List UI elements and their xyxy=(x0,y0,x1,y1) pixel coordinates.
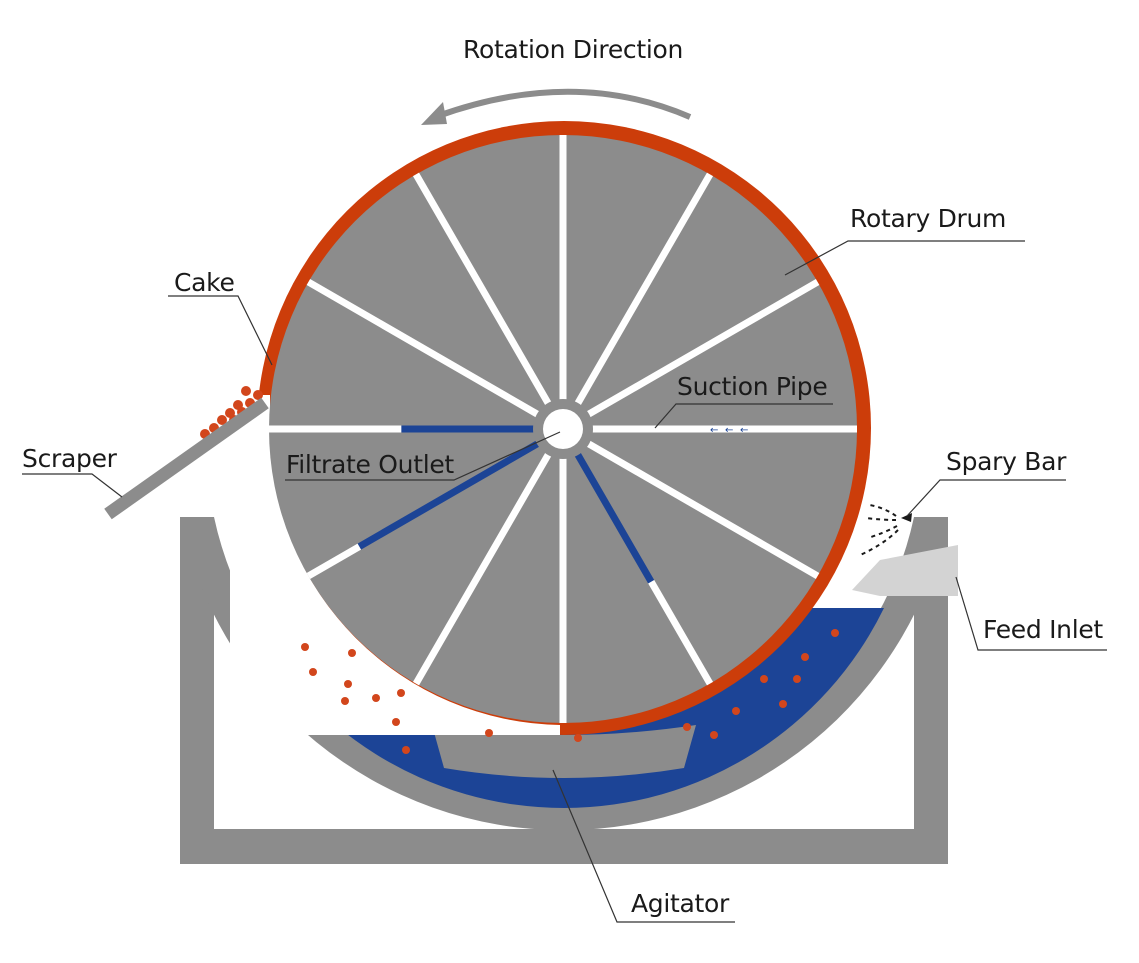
scraped-cake xyxy=(200,386,263,439)
particle xyxy=(793,675,801,683)
suction-flow-arrows: ← ← ← xyxy=(710,425,748,436)
label-spray-bar: Spary Bar xyxy=(946,447,1067,476)
label-agitator: Agitator xyxy=(631,889,730,918)
filtrate-outlet xyxy=(543,409,583,449)
particle xyxy=(710,731,718,739)
label-scraper: Scraper xyxy=(22,444,118,473)
leader-lines xyxy=(22,240,1107,923)
particle xyxy=(574,734,582,742)
particle xyxy=(485,729,493,737)
particle xyxy=(779,700,787,708)
spoke xyxy=(561,425,820,580)
particle xyxy=(760,675,768,683)
arrow-left-icon xyxy=(421,102,447,125)
spray-nozzle-icon xyxy=(901,513,912,522)
spoke xyxy=(648,580,714,686)
arrow-icon: ← xyxy=(725,425,733,436)
cake-chunk xyxy=(253,390,263,400)
particle xyxy=(732,707,740,715)
agitator xyxy=(432,725,696,778)
leader-scraper xyxy=(22,473,123,498)
agitator-paddle xyxy=(432,725,696,778)
spray-jet xyxy=(869,504,897,517)
label-feed-inlet: Feed Inlet xyxy=(983,615,1103,644)
spray-jet xyxy=(867,525,898,539)
particle xyxy=(341,697,349,705)
leader-agitator xyxy=(552,769,735,923)
spoke xyxy=(306,543,362,580)
spoke xyxy=(559,172,714,431)
leader-rotary-drum xyxy=(784,240,1025,276)
spoke xyxy=(412,427,567,686)
label-filtrate-outlet: Filtrate Outlet xyxy=(286,450,454,479)
cake-chunk xyxy=(217,415,227,425)
cake-mask-lower xyxy=(270,435,560,735)
particle xyxy=(372,694,380,702)
spoke xyxy=(412,172,567,431)
label-rotary-drum: Rotary Drum xyxy=(850,204,1006,233)
spray-jet xyxy=(857,529,899,557)
label-suction-pipe: Suction Pipe xyxy=(677,372,827,401)
particle xyxy=(683,723,691,731)
particle xyxy=(301,643,309,651)
cake-mask xyxy=(230,395,270,735)
tank-trough xyxy=(180,517,948,831)
particle xyxy=(801,653,809,661)
slurry-particles xyxy=(301,629,839,754)
spoke xyxy=(306,278,540,418)
scraper xyxy=(104,397,269,520)
leader-suction-pipe xyxy=(654,403,833,429)
rotation-arc xyxy=(436,88,692,120)
spray-jet xyxy=(865,517,897,521)
rotary-drum: ← ← ← xyxy=(230,121,871,735)
spray-bar xyxy=(857,504,912,557)
particle xyxy=(402,746,410,754)
leader-filtrate-outlet xyxy=(285,431,561,481)
particle xyxy=(309,668,317,676)
feed-inlet xyxy=(852,545,958,596)
particle xyxy=(831,629,839,637)
leader-cake xyxy=(168,295,273,366)
label-rotation-direction: Rotation Direction xyxy=(463,35,683,64)
label-cake: Cake xyxy=(174,268,235,297)
spoke xyxy=(561,278,820,433)
particle xyxy=(344,680,352,688)
leader-feed-inlet xyxy=(955,576,1107,651)
particle xyxy=(348,649,356,657)
arrow-icon: ← xyxy=(710,425,718,436)
particle xyxy=(392,718,400,726)
spoke-filtrate-segment xyxy=(357,425,565,550)
arrow-icon: ← xyxy=(740,425,748,436)
leader-spray-bar xyxy=(906,479,1066,517)
particle xyxy=(397,689,405,697)
cake-chunk xyxy=(241,386,251,396)
tank-frame xyxy=(180,517,948,864)
rotation-direction-arrow xyxy=(421,88,692,125)
